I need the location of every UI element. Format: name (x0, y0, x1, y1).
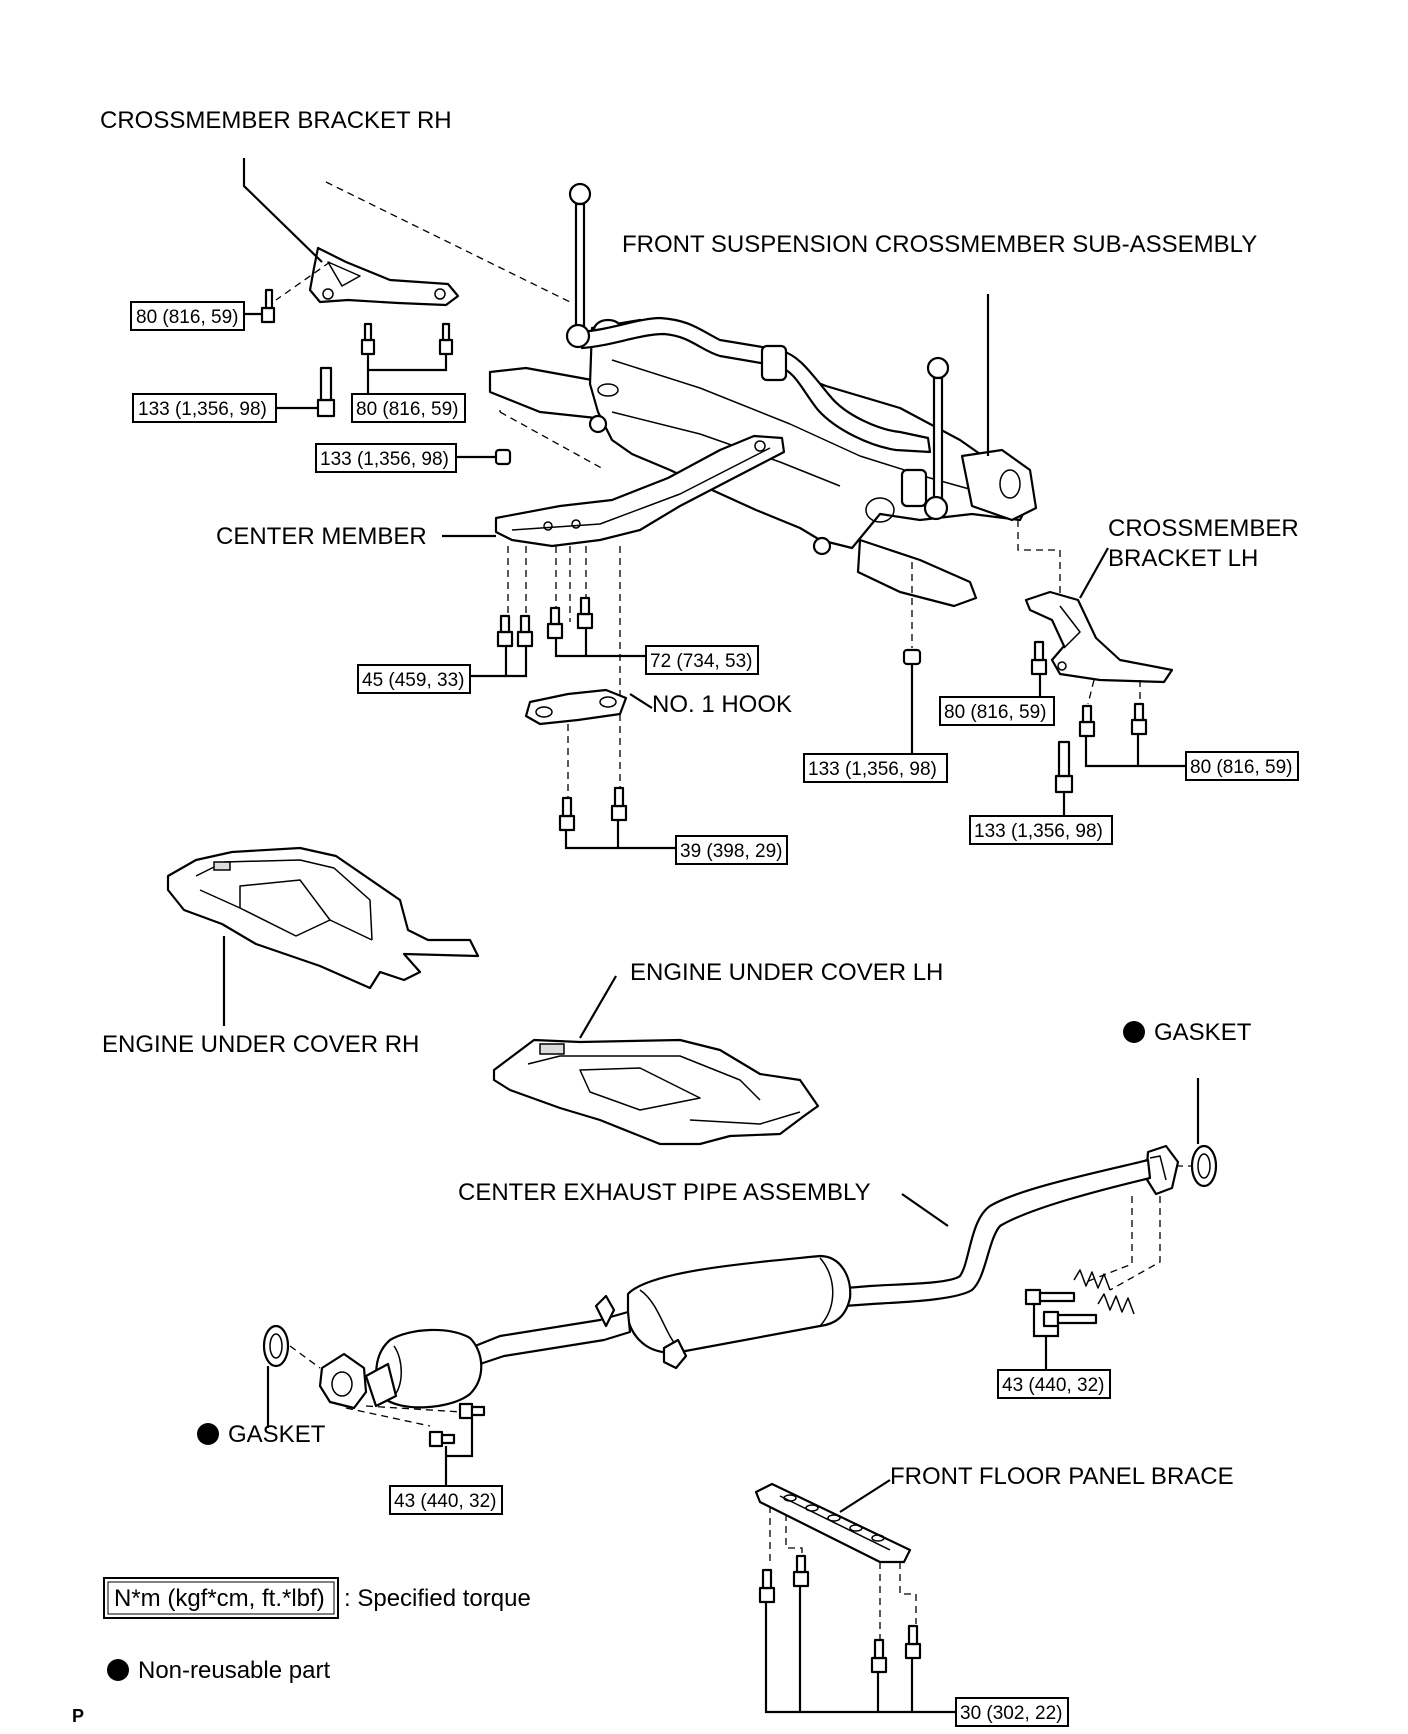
bolt-icon (1030, 640, 1048, 676)
bolt-icon (904, 1624, 922, 1660)
bolt-icon (496, 614, 514, 648)
engine-under-cover-lh (492, 1038, 820, 1146)
bolt-icon (316, 366, 336, 418)
bolt-icon (870, 1638, 888, 1674)
bolt-icon (1024, 1288, 1076, 1306)
bolt-icon (428, 1430, 456, 1448)
label-crossmember-bracket-rh: CROSSMEMBER BRACKET RH (100, 107, 452, 134)
spring-icon (1073, 1269, 1135, 1315)
torque-callout: 80 (816, 59) (351, 393, 466, 423)
torque-value: 133 (1,356, 98) (320, 449, 449, 470)
nonreusable-dot-icon (1123, 1021, 1145, 1043)
leader-bracket-rh (242, 158, 323, 263)
torque-value: 43 (440, 32) (394, 1491, 496, 1512)
bolt-icon (576, 596, 594, 630)
torque-callout: 72 (734, 53) (645, 645, 759, 675)
nonreusable-dot-icon (107, 1659, 129, 1681)
torque-value: 80 (816, 59) (944, 702, 1046, 723)
svg-text:GASKET: GASKET (1154, 1019, 1252, 1046)
nonreusable-dot-icon (197, 1423, 219, 1445)
legend-nonreusable-text: Non-reusable part (138, 1657, 330, 1684)
front-floor-panel-brace (754, 1482, 912, 1564)
center-exhaust-pipe (318, 1144, 1180, 1410)
torque-callout: 133 (1,356, 98) (315, 443, 457, 473)
torque-callout: 39 (398, 29) (675, 835, 788, 865)
torque-value: 39 (398, 29) (680, 841, 782, 862)
torque-value: 30 (302, 22) (960, 1703, 1062, 1724)
bolt-icon (438, 322, 454, 356)
bolt-icon (792, 1554, 810, 1588)
legend-torque: N*m (kgf*cm, ft.*lbf) : Specified torque (103, 1577, 531, 1619)
label-crossmember-bracket-lh-1: CROSSMEMBER (1108, 515, 1299, 542)
center-member (494, 434, 786, 548)
bolt-icon (546, 606, 564, 640)
torque-callout: 43 (440, 32) (997, 1369, 1111, 1399)
bolt-icon (516, 614, 534, 648)
bolt-icon (1130, 702, 1148, 736)
torque-value: 133 (1,356, 98) (808, 759, 937, 780)
bolt-icon (1054, 740, 1074, 794)
torque-value: 72 (734, 53) (650, 651, 752, 672)
bolt-icon (360, 322, 376, 356)
nut-icon (494, 448, 512, 466)
torque-callout: 133 (1,356, 98) (969, 815, 1113, 845)
label-engine-under-cover-lh: ENGINE UNDER COVER LH (630, 959, 943, 986)
torque-value: 80 (816, 59) (1190, 757, 1292, 778)
svg-text:GASKET: GASKET (228, 1421, 326, 1448)
torque-callout: 80 (816, 59) (130, 301, 245, 331)
label-front-floor-panel-brace: FRONT FLOOR PANEL BRACE (890, 1463, 1234, 1490)
footer-code: P (72, 1706, 84, 1726)
torque-value: 45 (459, 33) (362, 670, 464, 691)
leader-no1-hook (629, 693, 653, 709)
torque-callout: 30 (302, 22) (955, 1697, 1069, 1727)
torque-callout: 45 (459, 33) (357, 664, 471, 694)
torque-value: 80 (816, 59) (136, 307, 238, 328)
leader-bracket-lh (1079, 547, 1109, 599)
torque-callout: 133 (1,356, 98) (132, 393, 277, 423)
label-engine-under-cover-rh: ENGINE UNDER COVER RH (102, 1031, 419, 1058)
legend-nonreusable: Non-reusable part (107, 1657, 330, 1684)
crossmember-bracket-rh (308, 246, 460, 307)
torque-value: 133 (1,356, 98) (138, 399, 267, 420)
label-center-exhaust-pipe: CENTER EXHAUST PIPE ASSEMBLY (458, 1179, 871, 1206)
legend-torque-text: : Specified torque (344, 1585, 531, 1612)
torque-value: 80 (816, 59) (356, 399, 458, 420)
torque-value: 43 (440, 32) (1002, 1375, 1104, 1396)
bolt-icon (558, 796, 576, 832)
label-center-member: CENTER MEMBER (216, 523, 427, 550)
leader-floor-brace (839, 1479, 891, 1513)
engine-under-cover-rh (166, 846, 480, 990)
gasket-front (262, 1324, 290, 1368)
label-gasket-rear: GASKET (1123, 1019, 1252, 1046)
leader-under-cover-lh (579, 975, 617, 1039)
label-gasket-front: GASKET (197, 1421, 326, 1448)
gasket-rear (1190, 1144, 1218, 1188)
label-crossmember-bracket-lh-2: BRACKET LH (1108, 545, 1258, 572)
bolt-icon (458, 1402, 486, 1420)
bolt-icon (758, 1568, 776, 1604)
torque-callout: 80 (816, 59) (1185, 751, 1299, 781)
no1-hook (524, 688, 628, 726)
label-front-suspension-crossmember: FRONT SUSPENSION CROSSMEMBER SUB-ASSEMBL… (622, 231, 1257, 258)
torque-value: 133 (1,356, 98) (974, 821, 1103, 842)
crossmember-bracket-lh (1024, 590, 1174, 684)
legend-torque-units: N*m (kgf*cm, ft.*lbf) (114, 1585, 325, 1612)
torque-callout: 133 (1,356, 98) (803, 753, 948, 783)
bolt-icon (610, 786, 628, 822)
torque-callout: 43 (440, 32) (389, 1485, 503, 1515)
bolt-icon (1042, 1310, 1098, 1328)
leader-exhaust-pipe (901, 1193, 949, 1227)
bolt-icon (1078, 704, 1096, 738)
bolt-icon (260, 288, 276, 324)
nut-icon (902, 648, 922, 666)
label-no1-hook: NO. 1 HOOK (652, 691, 792, 718)
torque-callout: 80 (816, 59) (939, 696, 1055, 726)
front-suspension-crossmember (488, 182, 1038, 608)
